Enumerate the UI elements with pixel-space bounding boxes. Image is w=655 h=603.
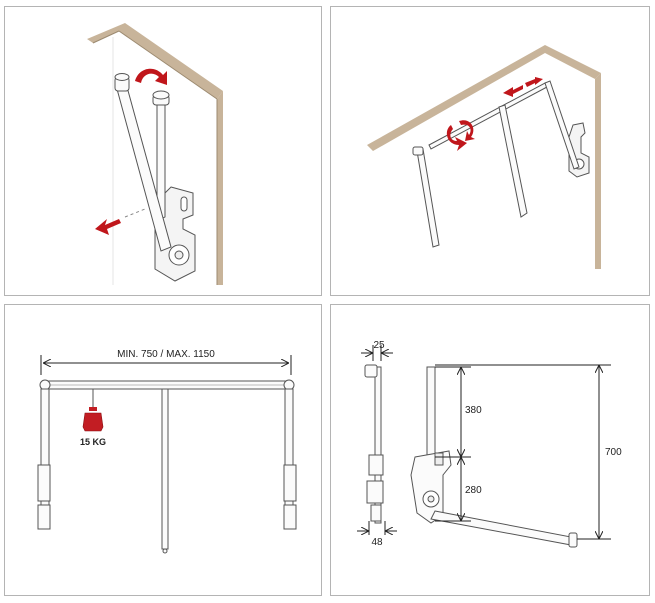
rotate-arrow-icon [446,120,475,151]
rotate-arrow-icon [135,68,167,85]
load-label: 15 KG [80,437,106,447]
bottom-width-label: 48 [371,537,383,548]
total-height-label: 700 [605,447,622,458]
panel-install-front [330,6,650,296]
rear-arm [152,90,170,222]
wall-corner [87,23,223,285]
lower-height-label: 280 [465,485,482,496]
center-hanger [161,388,169,554]
side-profile [364,364,384,524]
install-front-illustration [367,45,601,269]
side-mechanism [410,366,578,548]
height-dimension-total [435,364,611,540]
telescopic-rail [428,82,548,150]
left-arm [37,388,51,530]
panel-side-dimensions: 25 48 [330,304,650,596]
front-arm [114,73,172,252]
top-width-dimension [361,345,393,361]
panel-width-dimensions: MIN. 750 / MAX. 1150 [4,304,322,596]
upper-height-label: 380 [465,405,482,416]
wall-corner [367,45,601,269]
center-hanger [498,104,528,218]
panel-install-side [4,6,322,296]
install-side-illustration [87,23,223,285]
right-arm [544,80,580,170]
side-dimension-drawing: 25 48 [357,340,622,548]
width-dimension-drawing: MIN. 750 / MAX. 1150 [37,349,297,554]
left-arm [412,146,440,248]
slide-arrow-icon [503,77,543,97]
width-label: MIN. 750 / MAX. 1150 [117,349,215,360]
height-dimension-inner [435,366,471,522]
top-width-label: 25 [373,340,385,351]
pull-arrow-icon [95,219,121,235]
width-dimension-line [40,355,292,375]
right-arm [283,388,297,530]
bottom-width-dimension [357,521,397,535]
weight-icon [82,389,104,432]
